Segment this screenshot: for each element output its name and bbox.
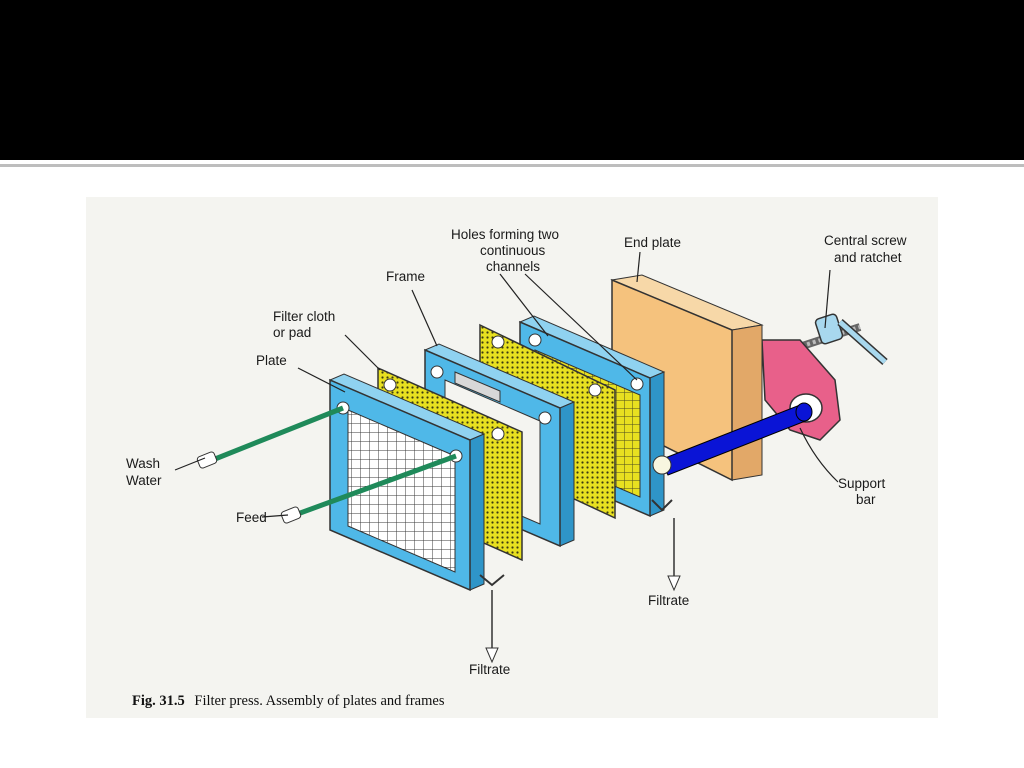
filtrate-arrow-right bbox=[667, 518, 681, 592]
support-bar bbox=[659, 402, 813, 476]
figure-number: Fig. 31.5 bbox=[132, 693, 185, 709]
label-filtrate-bottom: Filtrate bbox=[469, 662, 510, 677]
wash-water-pipe bbox=[196, 405, 344, 469]
label-wash-water-line1: Wash bbox=[126, 456, 160, 471]
label-filter-cloth-line1: Filter cloth bbox=[273, 309, 335, 324]
figure-caption-text: Filter press. Assembly of plates and fra… bbox=[194, 693, 444, 709]
label-filter-cloth-line2: or pad bbox=[273, 325, 311, 340]
label-support-bar-line2: bar bbox=[856, 492, 876, 507]
label-holes-line1: Holes forming two bbox=[451, 227, 559, 242]
filtrate-arrow-bottom bbox=[485, 590, 499, 664]
figure-caption: Fig. 31.5 Filter press. Assembly of plat… bbox=[132, 693, 445, 709]
label-wash-water-line2: Water bbox=[126, 473, 162, 488]
label-central-screw-line2: and ratchet bbox=[834, 250, 902, 265]
title-bar bbox=[0, 0, 1024, 160]
feed-pipe bbox=[280, 453, 457, 524]
label-plate: Plate bbox=[256, 353, 287, 368]
title-divider bbox=[0, 164, 1024, 167]
label-frame: Frame bbox=[386, 269, 425, 284]
leader-lines bbox=[174, 251, 839, 518]
label-end-plate: End plate bbox=[624, 235, 681, 250]
front-plate bbox=[328, 373, 505, 592]
label-holes-line2: continuous bbox=[480, 243, 546, 258]
label-holes-line3: channels bbox=[486, 259, 540, 274]
label-central-screw-line1: Central screw bbox=[824, 233, 907, 248]
label-filtrate-right: Filtrate bbox=[648, 593, 689, 608]
label-support-bar-line1: Support bbox=[838, 476, 886, 491]
label-feed: Feed bbox=[236, 510, 267, 525]
